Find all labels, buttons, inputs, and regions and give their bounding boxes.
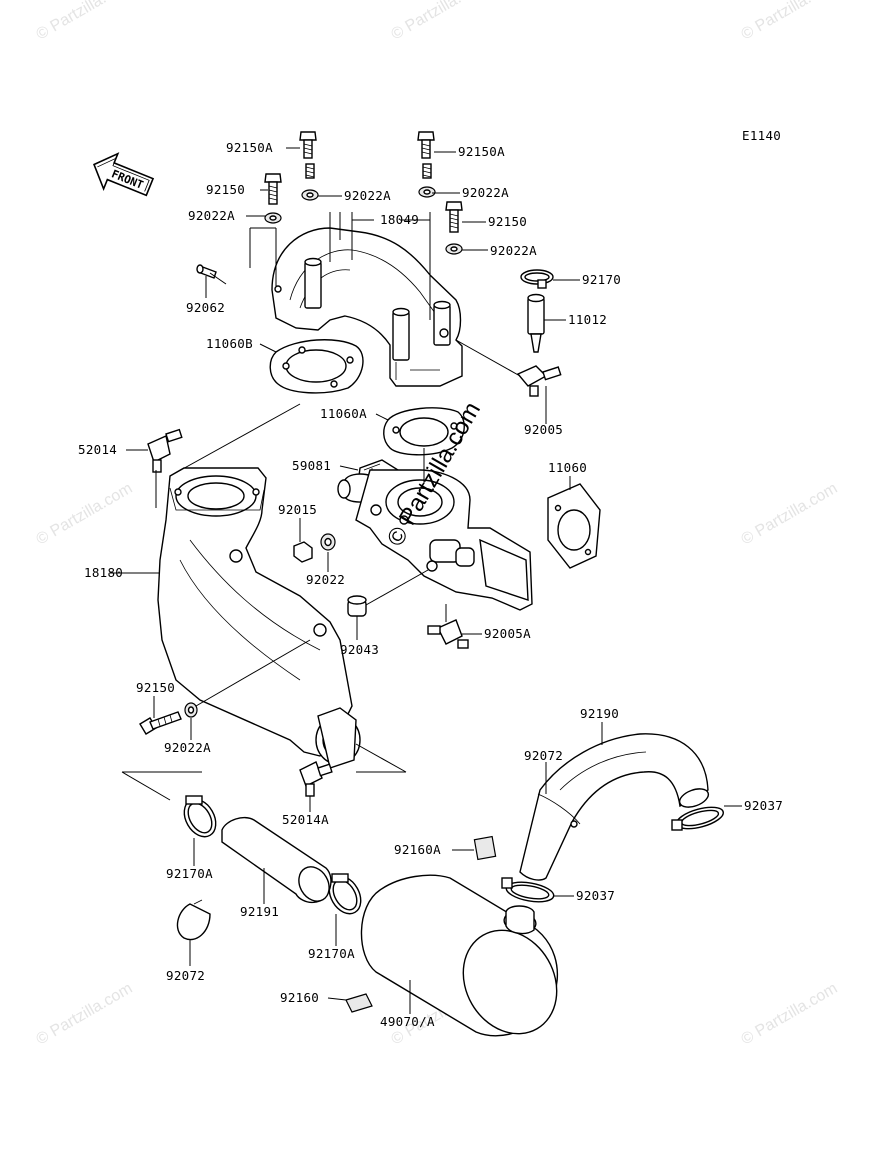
label-11060[interactable]: 11060 <box>548 460 587 475</box>
label-92150A-right[interactable]: 92150A <box>458 144 505 159</box>
watermark: © Partzilla.com <box>34 980 136 1049</box>
label-11012[interactable]: 11012 <box>568 312 607 327</box>
label-92022[interactable]: 92022 <box>306 572 345 587</box>
label-92150-right[interactable]: 92150 <box>488 214 527 229</box>
collar-92043 <box>347 595 367 617</box>
label-92037-right[interactable]: 92037 <box>744 798 783 813</box>
fitting-52014A <box>299 761 333 797</box>
label-49070A[interactable]: 49070/A <box>380 1014 435 1029</box>
label-92150A-left[interactable]: 92150A <box>226 140 273 155</box>
bolt-92150-lower <box>139 711 182 735</box>
exhaust-chamber-body <box>355 469 533 611</box>
label-18180[interactable]: 18180 <box>84 565 123 580</box>
label-92062[interactable]: 92062 <box>186 300 225 315</box>
label-92190[interactable]: 92190 <box>580 706 619 721</box>
front-arrow-icon: FRONT <box>93 152 155 197</box>
label-11060B[interactable]: 11060B <box>206 336 253 351</box>
fitting-92005 <box>516 365 562 397</box>
label-92170[interactable]: 92170 <box>582 272 621 287</box>
ring-92072-left <box>176 899 211 941</box>
label-92015[interactable]: 92015 <box>278 502 317 517</box>
fitting-92005A <box>427 619 469 649</box>
label-11060A[interactable]: 11060A <box>320 406 367 421</box>
clamp-92170 <box>520 269 554 289</box>
label-52014A[interactable]: 52014A <box>282 812 329 827</box>
label-59081[interactable]: 59081 <box>292 458 331 473</box>
washer-92022A-lower <box>184 702 198 718</box>
label-92022A-right[interactable]: 92022A <box>490 243 537 258</box>
pad-92160A <box>473 835 497 861</box>
nut-92015 <box>293 541 313 563</box>
label-92160A[interactable]: 92160A <box>394 842 441 857</box>
muffler-49070A <box>360 874 558 1037</box>
label-92072-left[interactable]: 92072 <box>166 968 205 983</box>
label-92022A-lower[interactable]: 92022A <box>164 740 211 755</box>
label-92043[interactable]: 92043 <box>340 642 379 657</box>
label-92170A-left[interactable]: 92170A <box>166 866 213 881</box>
label-92150-lower[interactable]: 92150 <box>136 680 175 695</box>
label-92005[interactable]: 92005 <box>524 422 563 437</box>
bolt-92150-right <box>445 201 463 233</box>
stud-92062 <box>196 264 217 279</box>
pad-92160 <box>345 993 373 1013</box>
diagram-code: E1140 <box>742 128 781 143</box>
leader-lines <box>110 147 742 1014</box>
label-92160[interactable]: 92160 <box>280 990 319 1005</box>
bolt-92150A-right <box>417 131 435 159</box>
label-92150-left[interactable]: 92150 <box>206 182 245 197</box>
watermark: © Partzilla.com <box>739 480 841 549</box>
washer-92022 <box>320 533 336 551</box>
watermark: © Partzilla.com <box>739 0 841 43</box>
label-92170A-mid[interactable]: 92170A <box>308 946 355 961</box>
label-52014[interactable]: 52014 <box>78 442 117 457</box>
expansion-chamber-18180 <box>157 467 361 769</box>
part-labels: 92150A 92150A 92150 92022A 92022A 92022A… <box>78 140 783 1029</box>
label-92037-mid[interactable]: 92037 <box>576 888 615 903</box>
pipe-92190 <box>519 733 710 881</box>
washers-92022A <box>264 186 463 255</box>
clamp-92170A-left <box>183 795 217 838</box>
spring-washer-top <box>305 163 432 179</box>
watermark: © Partzilla.com <box>739 980 841 1049</box>
gasket-11060 <box>547 483 601 569</box>
bolt-92150-left <box>264 173 282 205</box>
label-92072-right[interactable]: 92072 <box>524 748 563 763</box>
pipe-11012 <box>527 293 545 353</box>
label-92022A-top2[interactable]: 92022A <box>462 185 509 200</box>
clamp-92037-mid <box>501 877 555 903</box>
label-92005A[interactable]: 92005A <box>484 626 531 641</box>
clamp-92037-right <box>671 806 724 831</box>
label-18049[interactable]: 18049 <box>380 212 419 227</box>
label-92022A-left[interactable]: 92022A <box>188 208 235 223</box>
label-92191[interactable]: 92191 <box>240 904 279 919</box>
gasket-11060A <box>383 407 465 456</box>
watermark: © Partzilla.com <box>389 0 491 43</box>
ring-92072-right <box>537 793 581 825</box>
watermark: © Partzilla.com <box>34 480 136 549</box>
bolt-92150A-left <box>299 131 317 159</box>
fitting-52014 <box>147 428 183 473</box>
hose-92191 <box>221 816 332 904</box>
watermark: © Partzilla.com <box>34 0 136 43</box>
exhaust-manifold-18049 <box>271 227 463 387</box>
gasket-11060B <box>269 339 364 394</box>
label-92022A-top1[interactable]: 92022A <box>344 188 391 203</box>
clamp-92170A-mid <box>328 873 362 915</box>
